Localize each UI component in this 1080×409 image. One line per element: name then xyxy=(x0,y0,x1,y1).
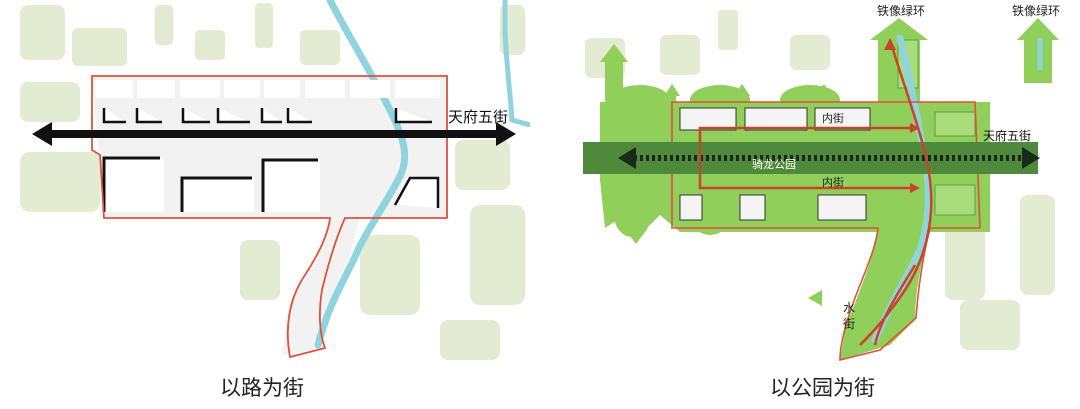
right-street-paths xyxy=(698,38,933,346)
left-blocks-top xyxy=(95,80,440,98)
right-down-arrows xyxy=(624,228,822,306)
right-blocks xyxy=(679,107,871,221)
left-river-branch xyxy=(502,0,531,128)
left-panel: 天府五街 xyxy=(20,0,531,360)
right-water-street-label: 水 街 xyxy=(843,301,859,331)
right-park-band xyxy=(583,142,1040,174)
left-site-fill xyxy=(92,76,447,355)
left-blocks-row2 xyxy=(102,108,432,124)
right-site-boundary xyxy=(671,101,981,362)
right-panel: 铁像绿环 铁像绿环 天府五街 骑龙公园 内街 内街 水 街 xyxy=(583,3,1060,362)
right-inner-street-label-1: 内街 xyxy=(822,111,844,125)
left-road-label: 天府五街 xyxy=(448,108,508,126)
right-road-label: 天府五街 xyxy=(983,128,1031,143)
right-park-label: 骑龙公园 xyxy=(752,158,796,171)
left-caption: 以路为街 xyxy=(220,376,304,400)
left-blocks-lower xyxy=(102,156,440,212)
right-green-ring-label-2: 铁像绿环 xyxy=(1012,3,1060,18)
right-inner-street-label-2: 内街 xyxy=(822,175,844,189)
right-water-street-label-char-2: 街 xyxy=(843,317,855,331)
right-water-street-label-char-1: 水 xyxy=(843,301,855,315)
left-site-boundary xyxy=(91,75,448,359)
left-river xyxy=(314,0,409,349)
right-up-arrows xyxy=(600,44,832,107)
right-caption: 以公园为街 xyxy=(770,376,875,400)
left-road-arrow xyxy=(32,122,516,146)
right-green-ring-label-1: 铁像绿环 xyxy=(877,3,925,18)
